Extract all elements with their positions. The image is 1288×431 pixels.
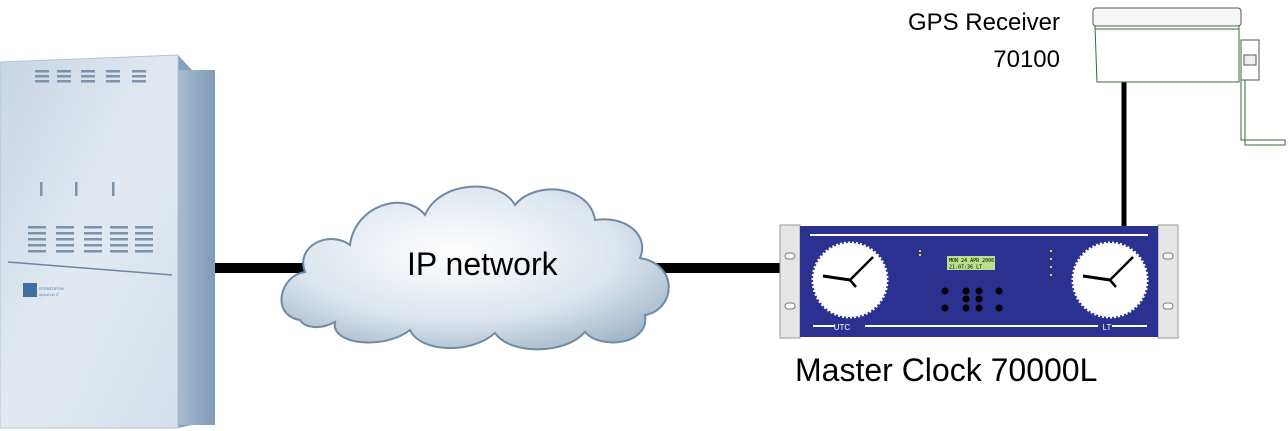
network-label: IP network — [407, 246, 558, 282]
lcd-display — [947, 256, 995, 270]
stentofon-logo-icon — [23, 283, 37, 297]
gps-receiver-title: GPS Receiver — [907, 9, 1060, 36]
gps-receiver-device — [1092, 7, 1286, 146]
cabinet-model: AlphaCom E — [39, 293, 59, 297]
utc-clock-face — [811, 241, 889, 319]
gps-receiver-model: 70100 — [993, 46, 1060, 73]
lower-vents — [28, 226, 153, 253]
utc-label: UTC — [834, 323, 851, 332]
lcd-line2: 21.07:36 LT — [949, 265, 982, 271]
cabinet-brand: STENTOFON — [39, 286, 64, 291]
lt-clock-face — [1071, 241, 1149, 319]
lt-label: LT — [1103, 323, 1112, 332]
lcd-line1: MON 24 APR 2006 — [949, 258, 994, 264]
keypad-buttons — [941, 287, 1003, 312]
master-clock-label: Master Clock 70000L — [795, 352, 1098, 388]
alphacom-cabinet: STENTOFON AlphaCom E — [0, 54, 215, 429]
top-vents — [35, 70, 146, 83]
master-clock-device: UTC LT MON 24 APR 2006 21.07:36 LT — [779, 224, 1179, 339]
ip-network-cloud — [280, 185, 670, 351]
